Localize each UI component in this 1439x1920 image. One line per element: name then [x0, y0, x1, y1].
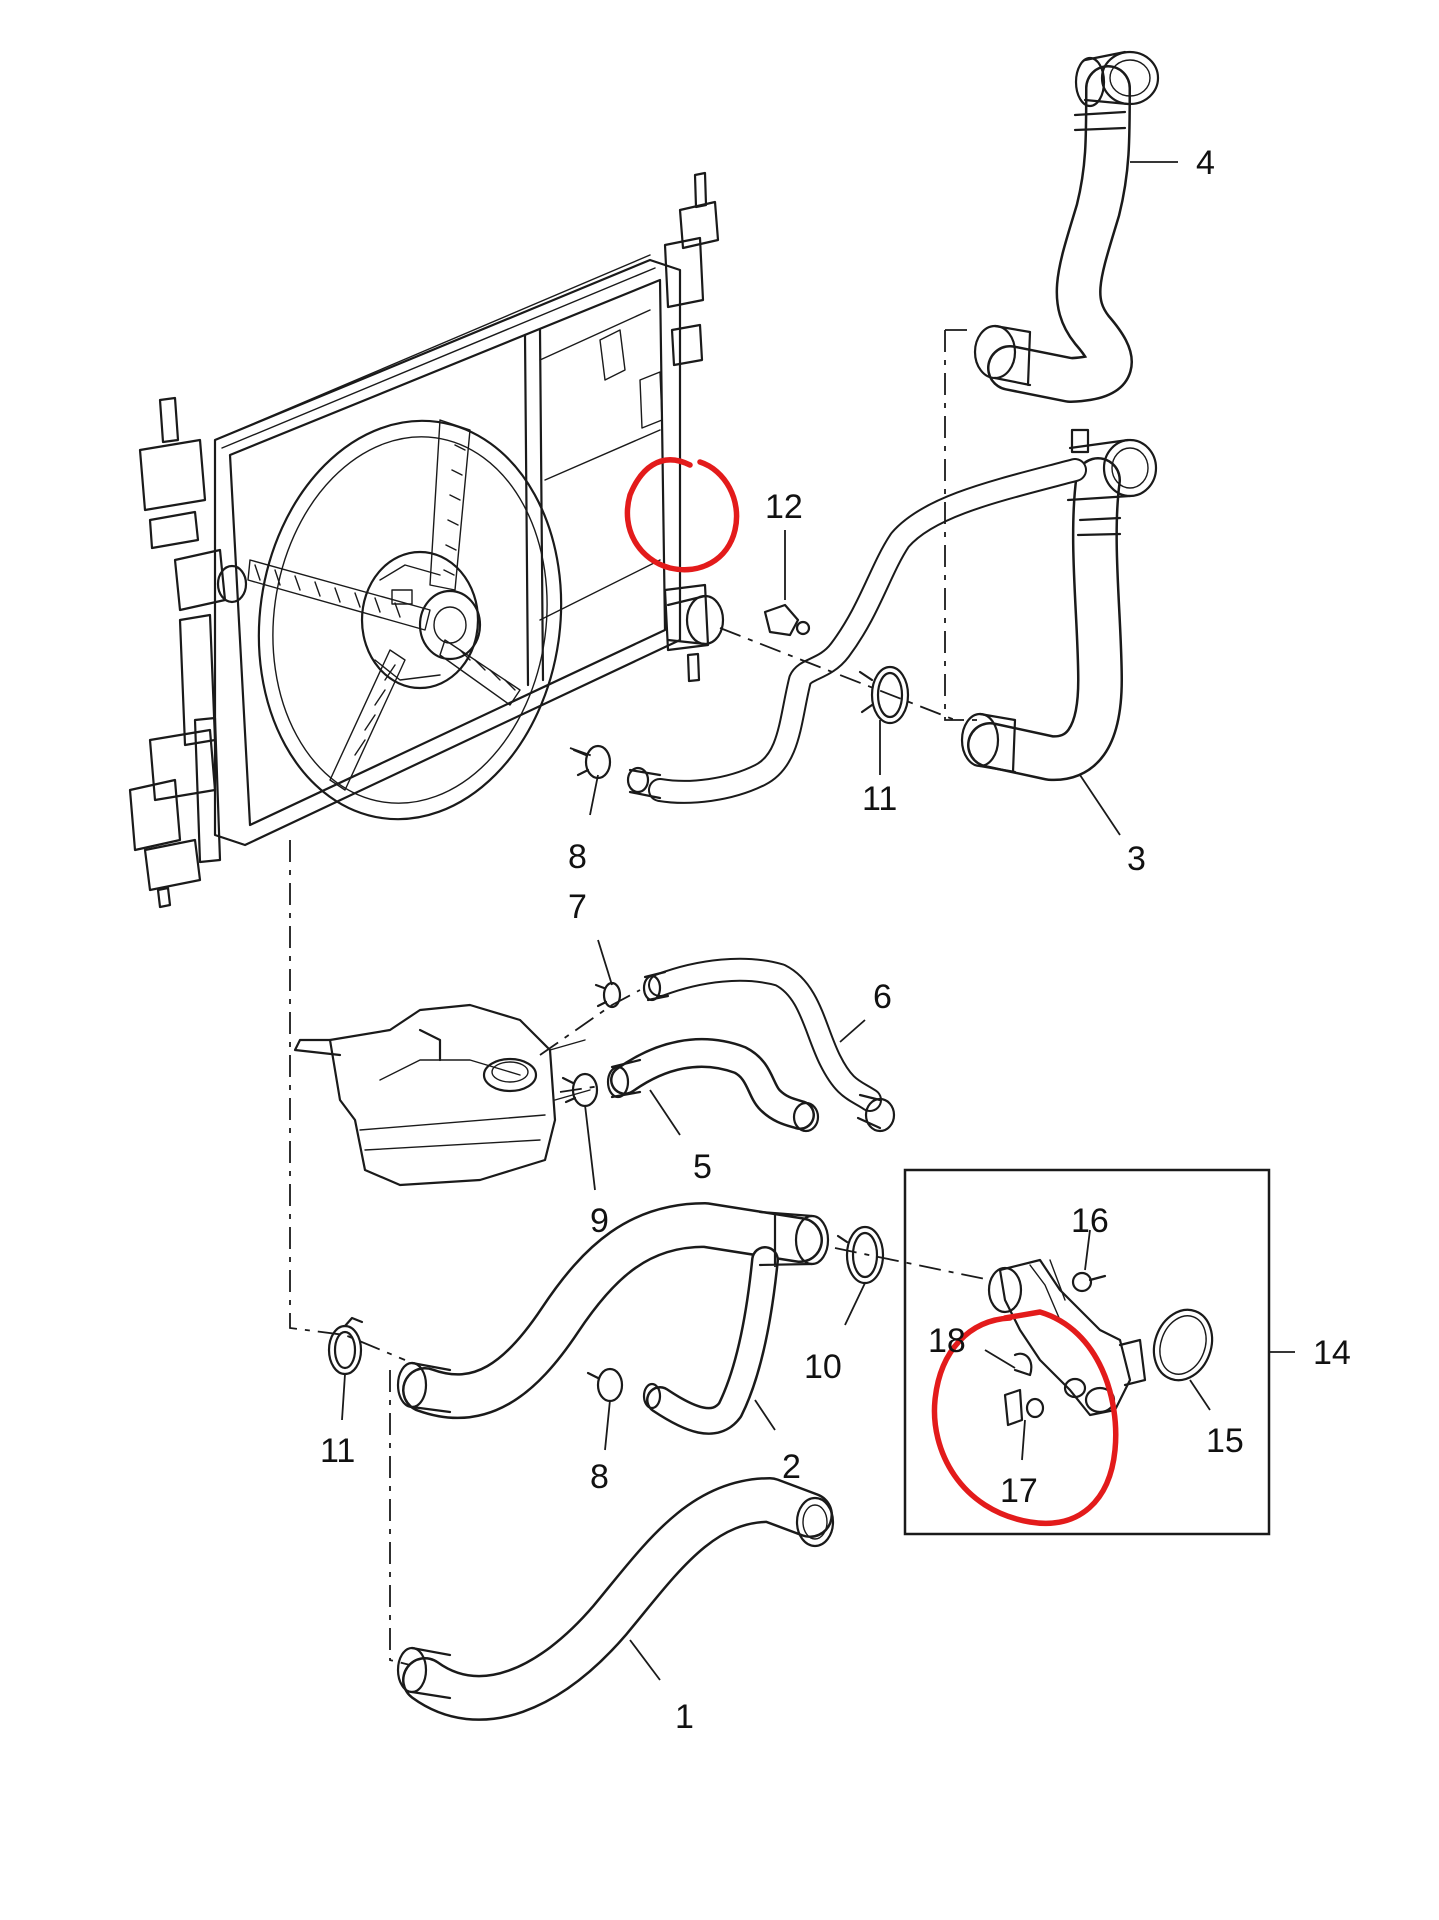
clamps	[327, 603, 910, 1403]
callout-9: 9	[590, 1202, 609, 1240]
callout-6: 6	[873, 978, 892, 1016]
callout-5: 5	[693, 1148, 712, 1186]
callout-15: 15	[1206, 1422, 1244, 1460]
hose-5	[606, 1037, 820, 1133]
alignment-lines	[289, 329, 991, 1666]
callout-3: 3	[1127, 840, 1146, 878]
callout-14: 14	[1313, 1334, 1351, 1372]
callout-10: 10	[804, 1348, 842, 1386]
hose-3	[626, 428, 1158, 804]
hose-2	[396, 1202, 830, 1435]
callout-2: 2	[782, 1448, 801, 1486]
highlight-marks	[624, 457, 1119, 1526]
callout-7: 7	[568, 888, 587, 926]
callout-16: 16	[1071, 1202, 1109, 1240]
callout-11-upper: 11	[862, 780, 897, 818]
radiator-fan-assembly	[128, 171, 725, 909]
left-bracket	[128, 396, 227, 909]
hose-6	[642, 957, 896, 1133]
callout-8-upper: 8	[568, 838, 587, 876]
callout-11-lower: 11	[320, 1432, 355, 1470]
callout-17: 17	[1000, 1472, 1038, 1510]
callout-8-lower: 8	[590, 1458, 609, 1496]
leader-lines	[341, 161, 1295, 1681]
callout-18: 18	[928, 1322, 966, 1360]
callout-1: 1	[675, 1698, 694, 1736]
expansion-tank	[293, 1003, 591, 1187]
callout-12: 12	[765, 488, 803, 526]
hose-1	[396, 1477, 835, 1721]
hose-4	[973, 50, 1160, 403]
thermostat-housing-box	[903, 1168, 1271, 1536]
right-bracket	[663, 171, 720, 683]
callout-labels: 1 2 3 4 5 6 7 8 8 9 10 11 11 12 14 15 16…	[320, 144, 1351, 1736]
callout-4: 4	[1196, 144, 1215, 182]
